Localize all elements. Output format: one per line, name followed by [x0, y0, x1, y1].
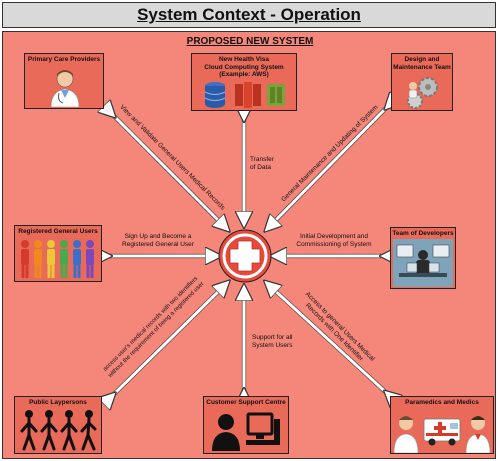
node-laypersons[interactable]: Public Laypersons [14, 396, 102, 454]
node-label: Team of Developers [392, 230, 454, 237]
page-title: System Context - Operation [137, 5, 361, 24]
doctor-icon [50, 70, 80, 107]
edge-label-support: Support for all System Users [252, 334, 293, 349]
node-paramedics[interactable]: Paramedics and Medics [390, 396, 494, 454]
node-label: Registered General Users [18, 228, 98, 235]
edge-label-general-users: Sign Up and Become a Registered General … [122, 233, 194, 248]
node-label: Paramedics and Medics [405, 399, 479, 406]
node-cloud-system[interactable]: New Health Visa Cloud Computing System (… [191, 53, 297, 111]
node-label: Design and Maintenance Team [393, 56, 451, 71]
node-label: Customer Support Centre [206, 399, 286, 406]
developer-workspace-icon [393, 239, 453, 287]
gears-icon [407, 77, 438, 109]
people-walking-icon [20, 410, 97, 451]
node-primary-care[interactable]: Primary Care Providers [24, 53, 104, 109]
node-support-centre[interactable]: Customer Support Centre [203, 396, 289, 454]
edge-label-developers: Initial Development and Commissioning of… [296, 233, 372, 248]
medical-cross-icon [229, 240, 261, 272]
users-group-icon [21, 240, 94, 278]
arrow-design-team [270, 104, 390, 226]
node-label: Primary Care Providers [27, 56, 101, 63]
node-label: Public Laypersons [29, 399, 87, 406]
cloud-services-icon [204, 82, 285, 108]
node-developers[interactable]: Team of Developers [390, 227, 456, 289]
node-general-users[interactable]: Registered General Users [14, 225, 102, 282]
arrow-primary-care [110, 112, 224, 226]
arrow-laypersons [110, 286, 224, 398]
ambulance-icon [394, 416, 491, 453]
arrow-paramedics [270, 286, 390, 396]
title-bar: System Context - Operation [2, 2, 496, 28]
database-icon [204, 82, 226, 108]
server-icon [267, 84, 285, 106]
node-design-team[interactable]: Design and Maintenance Team [391, 53, 453, 111]
node-label: New Health Visa Cloud Computing System (… [204, 56, 284, 78]
support-agent-icon [212, 412, 280, 451]
central-hub [218, 229, 272, 283]
diagram-subtitle: PROPOSED NEW SYSTEM [186, 36, 314, 47]
edge-label-cloud: Transfer of Data [250, 156, 274, 171]
person-icon [21, 240, 29, 278]
storage-icon [235, 82, 261, 108]
